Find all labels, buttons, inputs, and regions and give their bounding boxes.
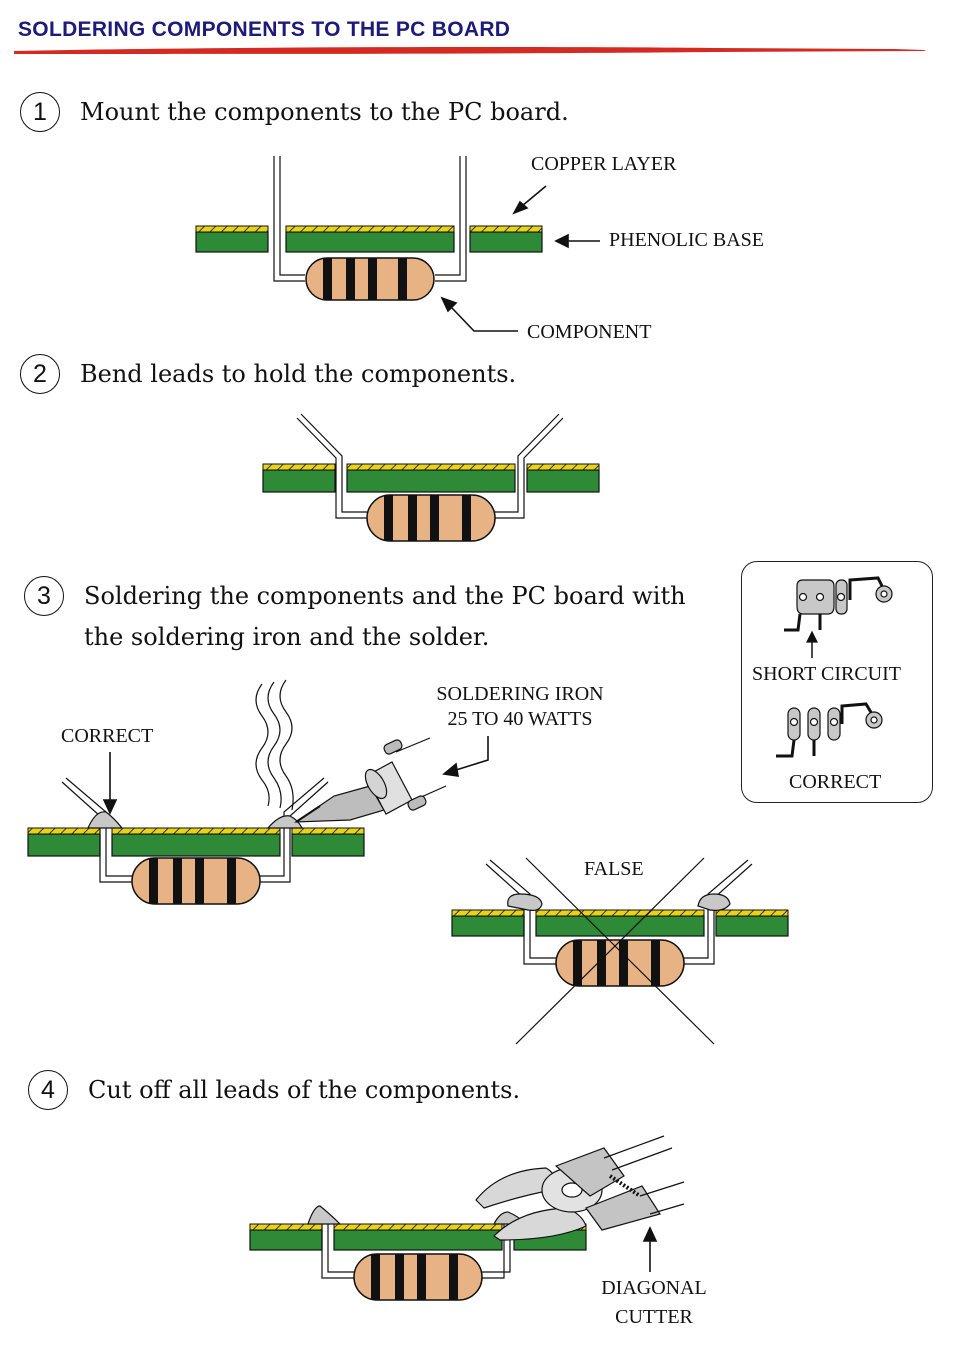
step1-diagram bbox=[195, 156, 600, 332]
soldering-iron-wattage: 25 TO 40 WATTS bbox=[447, 708, 593, 730]
bad-solder-blob bbox=[507, 893, 731, 911]
step-instruction: Cut off all leads of the components. bbox=[88, 1076, 521, 1104]
short-circuit-label: SHORT CIRCUIT bbox=[752, 663, 902, 685]
step-number-badge: 1 bbox=[20, 92, 60, 132]
correct-trace-icon bbox=[776, 702, 883, 758]
component-leads bbox=[273, 156, 467, 282]
pcb-trace-callout bbox=[741, 561, 933, 803]
soldering-iron-icon bbox=[293, 737, 447, 823]
step-instruction: Mount the components to the PC board. bbox=[80, 98, 569, 126]
false-label: FALSE bbox=[584, 858, 644, 880]
leads bbox=[485, 859, 753, 965]
diagonal-cutter-label-line2: CUTTER bbox=[615, 1306, 693, 1328]
pcb-board bbox=[451, 909, 789, 937]
iron-pointer-arrow-icon bbox=[442, 736, 489, 777]
step-number-badge: 3 bbox=[24, 576, 64, 616]
step3-false-diagram bbox=[451, 857, 789, 1045]
up-arrow-icon bbox=[642, 1226, 658, 1272]
diagonal-cutter-icon bbox=[475, 1135, 685, 1241]
resistor bbox=[366, 494, 496, 542]
callout-correct-label: CORRECT bbox=[789, 771, 882, 793]
pcb-board bbox=[262, 463, 600, 493]
short-circuit-trace-icon bbox=[784, 576, 893, 658]
resistor bbox=[555, 939, 685, 987]
cross-out-icon bbox=[515, 857, 715, 1045]
smoke-icon bbox=[255, 679, 294, 811]
resistor bbox=[131, 857, 261, 905]
step-1: 1 Mount the components to the PC board. bbox=[20, 92, 569, 132]
step-3: 3 Soldering the components and the PC bo… bbox=[24, 576, 686, 616]
step-4: 4 Cut off all leads of the components. bbox=[28, 1070, 520, 1110]
step4-diagram bbox=[249, 1135, 685, 1301]
correct-label: CORRECT bbox=[61, 725, 154, 747]
pcb-board bbox=[195, 225, 543, 253]
bent-leads bbox=[296, 413, 564, 519]
phenolic-base-label: PHENOLIC BASE bbox=[609, 229, 765, 251]
resistor bbox=[305, 257, 435, 301]
down-arrow-icon bbox=[102, 752, 118, 815]
step2-diagram bbox=[262, 413, 600, 542]
pcb-board bbox=[27, 827, 365, 857]
trimmed-solder-joint bbox=[307, 1205, 528, 1225]
step-instruction: Soldering the components and the PC boar… bbox=[84, 582, 686, 610]
soldering-iron-label: SOLDERING IRON bbox=[436, 683, 604, 705]
step-instruction-line2: the soldering iron and the solder. bbox=[84, 623, 490, 651]
step-number-badge: 2 bbox=[20, 354, 60, 394]
diagonal-cutter-label: DIAGONAL bbox=[601, 1277, 707, 1299]
resistor bbox=[353, 1253, 483, 1301]
step-2: 2 Bend leads to hold the components. bbox=[20, 354, 516, 394]
component-label: COMPONENT bbox=[527, 321, 652, 343]
leads bbox=[61, 777, 329, 883]
title-underline bbox=[14, 47, 926, 54]
copper-layer-label: COPPER LAYER bbox=[531, 153, 677, 175]
step-instruction: Bend leads to hold the components. bbox=[80, 360, 517, 388]
solder-joint bbox=[87, 811, 303, 829]
arrow-icon bbox=[440, 185, 600, 332]
step-number-badge: 4 bbox=[28, 1070, 68, 1110]
step3-correct-diagram bbox=[27, 679, 489, 905]
page-title: SOLDERING COMPONENTS TO THE PC BOARD bbox=[18, 18, 511, 41]
